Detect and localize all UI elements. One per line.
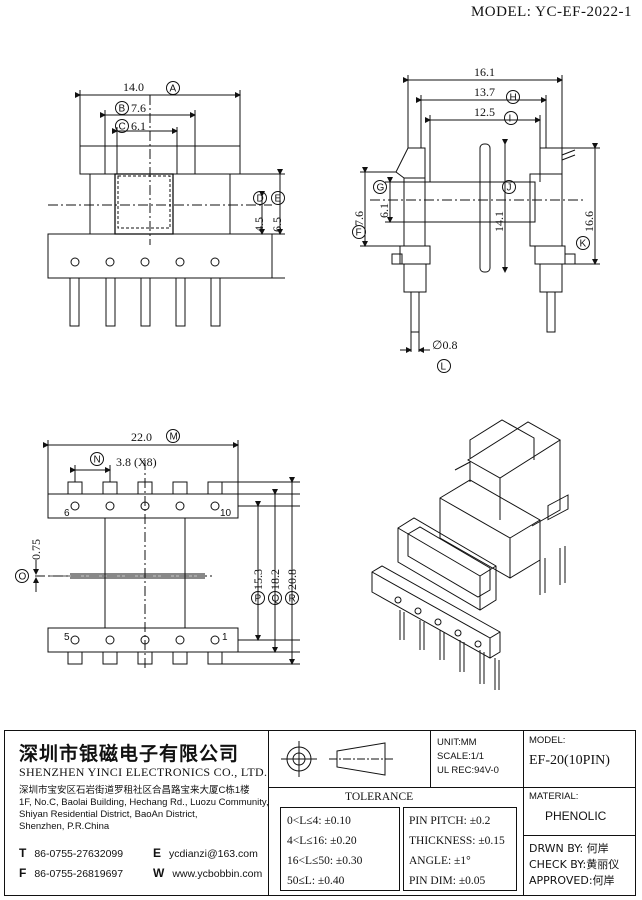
address-line: 深圳市宝安区石岩街道罗租社区合昌路宝来大厦C栋1楼 (19, 785, 250, 796)
dim-r-tag: R (289, 594, 296, 605)
dim-h-tag: H (510, 93, 517, 104)
dim-e-tag: E (275, 194, 282, 205)
dim-d-tag: D (257, 194, 264, 205)
front-view (47, 81, 285, 327)
model-label: MODEL: (529, 735, 566, 746)
pin-label-1: 1 (222, 632, 228, 643)
dim-g-tag: G (377, 183, 385, 194)
material-value: PHENOLIC (545, 809, 607, 823)
dim-p-value: 15.3 (251, 569, 265, 590)
approved-by: APPROVED:何岸 (529, 874, 615, 887)
pin-label-10: 10 (220, 508, 232, 519)
dim-l-value: ∅0.8 (432, 338, 457, 352)
dim-n-tag: N (94, 455, 101, 466)
top-view (15, 429, 300, 670)
dim-j-tag: J (507, 183, 512, 194)
dim-r-value: 20.8 (285, 569, 299, 590)
approval-block: DRWN BY: 何岸 CHECK BY:黄丽仪 APPROVED:何岸 (529, 841, 619, 889)
dim-d-value: 4.5 (252, 217, 266, 232)
address-line: Shiyan Residential District, BaoAn Distr… (19, 809, 198, 820)
ul-rec-label: UL REC:94V-0 (437, 765, 499, 776)
dim-p-tag: P (255, 594, 262, 605)
dim-n-value: 3.8 (X8) (116, 455, 157, 469)
dim-16-1-value: 16.1 (474, 65, 495, 79)
model-value: EF-20(10PIN) (529, 753, 610, 768)
company-name-cn: 深圳市银磁电子有限公司 (19, 743, 240, 765)
tolerance-row: THICKNESS: ±0.15 (409, 835, 505, 847)
dim-c-tag: C (119, 122, 126, 133)
side-view (352, 75, 600, 373)
tolerance-row: 16<L≤50: ±0.30 (287, 855, 363, 867)
dim-i-value: 12.5 (474, 105, 495, 119)
dim-q-value: 18.2 (268, 569, 282, 590)
dim-q-tag: Q (272, 594, 280, 605)
dim-g-value: 6.1 (377, 203, 391, 218)
dim-e-value: 6.5 (270, 217, 284, 232)
dim-o-tag: O (19, 572, 27, 583)
dim-l-tag: L (441, 362, 447, 373)
dim-k-tag: K (580, 239, 587, 250)
dim-m-tag: M (170, 432, 178, 443)
tolerance-title: TOLERANCE (345, 791, 414, 803)
dim-o-value: 0.75 (29, 539, 43, 560)
tolerance-row: PIN PITCH: ±0.2 (409, 815, 491, 827)
tolerance-row: ANGLE: ±1° (409, 855, 471, 867)
tolerance-row: PIN DIM: ±0.05 (409, 875, 486, 887)
company-address: 深圳市宝安区石岩街道罗租社区合昌路宝来大厦C栋1楼 1F, No.C, Baol… (19, 785, 294, 833)
pin-label-6: 6 (64, 508, 70, 519)
tolerance-row: 0<L≤4: ±0.10 (287, 815, 351, 827)
drawn-by: DRWN BY: 何岸 (529, 842, 609, 855)
dim-k-value: 16.6 (582, 211, 596, 232)
material-label: MATERIAL: (529, 791, 579, 802)
pin-label-5: 5 (64, 632, 70, 643)
technical-drawing: 14.0 A 7.6 B 6.1 C 4.5 D 6.5 E 16.1 13.7… (15, 65, 600, 690)
dim-c-value: 6.1 (131, 119, 146, 133)
dim-f-value: 7.6 (352, 211, 366, 226)
dim-a-value: 14.0 (123, 80, 144, 94)
dim-a-tag: A (170, 84, 177, 95)
isometric-view (371, 419, 569, 690)
address-line: Shenzhen, P.R.China (19, 821, 110, 832)
unit-label: UNIT:MM (437, 737, 477, 748)
dim-b-value: 7.6 (131, 101, 146, 115)
dim-b-tag: B (119, 104, 126, 115)
company-name-en: SHENZHEN YINCI ELECTRONICS CO., LTD. (19, 765, 268, 779)
dim-h-value: 13.7 (474, 85, 495, 99)
tolerance-row: 50≤L: ±0.40 (287, 875, 345, 887)
scale-label: SCALE:1/1 (437, 751, 484, 762)
dim-j-value: 14.1 (492, 211, 506, 232)
tolerance-ranges: 0<L≤4: ±0.10 4<L≤16: ±0.20 16<L≤50: ±0.3… (287, 811, 362, 891)
dim-f-tag: F (356, 228, 362, 239)
dim-i-tag: I (509, 114, 512, 125)
check-by: CHECK BY:黄丽仪 (529, 858, 620, 871)
tolerance-row: 4<L≤16: ±0.20 (287, 835, 357, 847)
address-line: 1F, No.C, Baolai Building, Hechang Rd., … (19, 797, 269, 808)
projection-symbol-icon (281, 741, 393, 777)
model-header: MODEL: YC-EF-2022-1 (470, 4, 632, 20)
dim-m-value: 22.0 (131, 430, 152, 444)
tolerance-specs: PIN PITCH: ±0.2 THICKNESS: ±0.15 ANGLE: … (409, 811, 505, 891)
title-block: 深圳市银磁电子有限公司 SHENZHEN YINCI ELECTRONICS C… (4, 730, 636, 896)
